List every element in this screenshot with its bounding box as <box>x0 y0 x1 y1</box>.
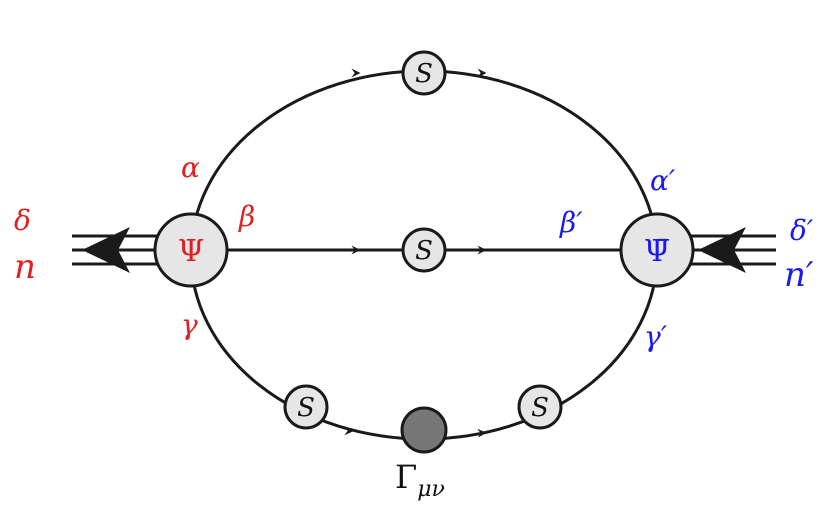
psi-node: Ψ <box>153 212 229 288</box>
psibar-node: Ψ̄ <box>619 212 695 288</box>
label-gamma-left: γ <box>181 308 198 341</box>
vertex-label: Γμν <box>395 458 445 502</box>
label-n-left: n <box>14 247 36 287</box>
label-alpha-right: α′ <box>650 164 676 197</box>
psibar-label: Ψ̄ <box>644 234 670 269</box>
label-n-right: n′ <box>784 255 814 295</box>
label-alpha-left: α <box>181 151 200 184</box>
vertex-gamma <box>400 406 448 454</box>
label-delta-right: δ′ <box>790 214 814 247</box>
psi-label: Ψ <box>178 234 204 269</box>
label-delta-left: δ <box>14 204 31 237</box>
node-label: S <box>531 393 549 423</box>
label-beta-left: β <box>238 200 255 233</box>
propagator-node-middle: S <box>401 227 447 273</box>
arrow-left-icon <box>698 227 746 273</box>
arrow-left-icon <box>82 227 130 273</box>
node-label: S <box>415 59 433 89</box>
propagator-node-bottom-left: S <box>283 384 329 430</box>
label-beta-right: β′ <box>559 206 583 239</box>
propagator-node-top: S <box>401 50 447 96</box>
node-label: S <box>415 236 433 266</box>
node-label: S <box>297 393 315 423</box>
propagator-node-bottom-right: S <box>517 384 563 430</box>
label-gamma-right: γ′ <box>644 320 668 353</box>
